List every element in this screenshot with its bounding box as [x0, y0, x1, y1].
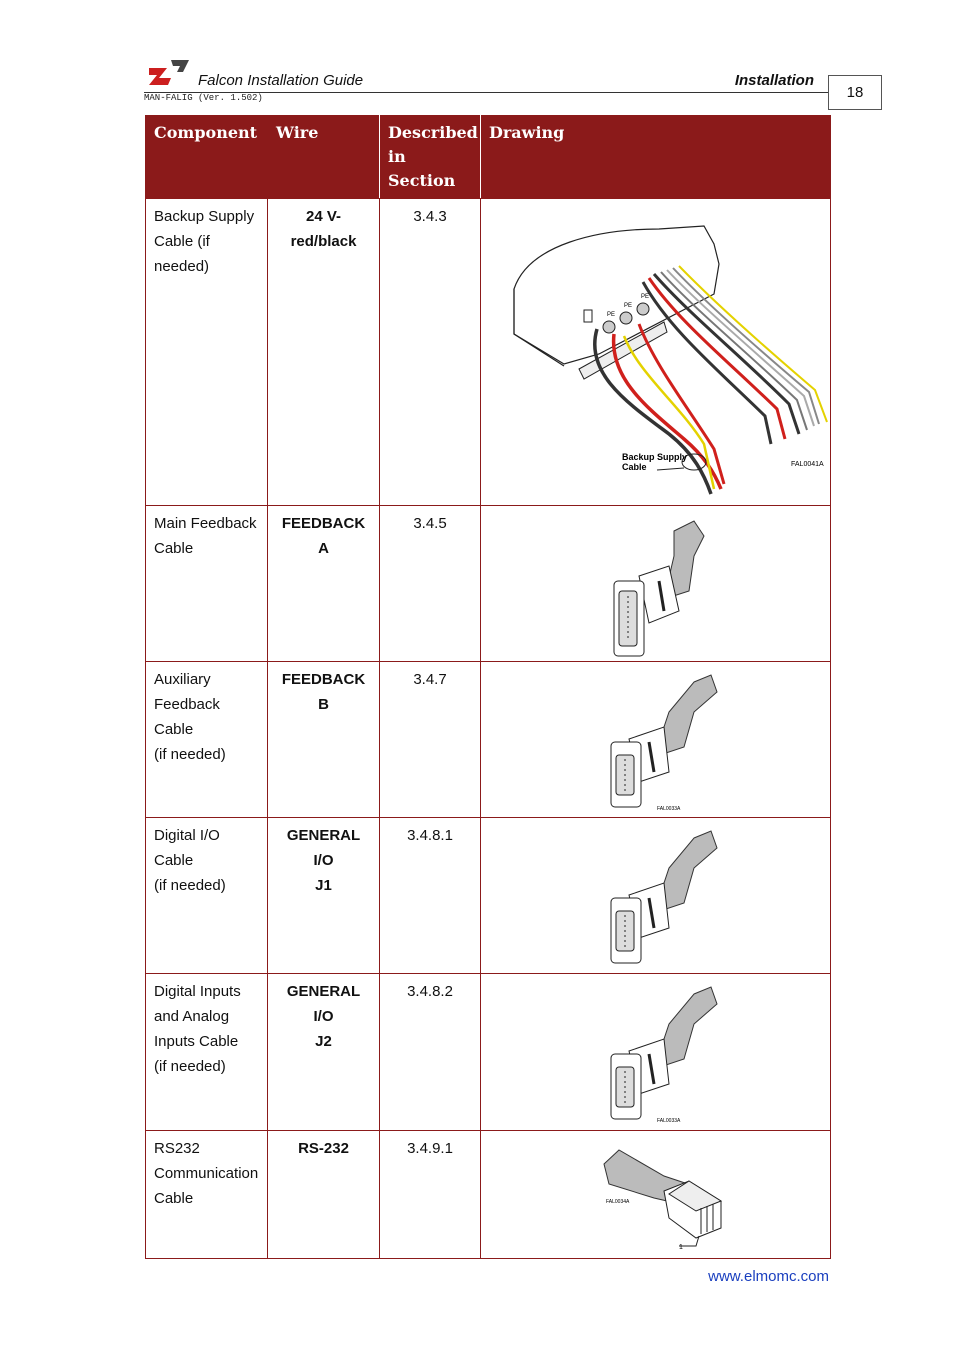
wire-cell: GENERAL I/O J2 [267, 973, 380, 1131]
table-header-row: Component Wire Described in Section Draw… [145, 115, 831, 199]
wire-cell: GENERAL I/O J1 [267, 817, 380, 974]
component-cell: Backup Supply Cable (if needed) [145, 198, 268, 506]
table-row: Backup Supply Cable (if needed) 24 V- re… [145, 198, 831, 506]
drawing-cell: PE PE PE [480, 198, 831, 506]
pin-label: 1 [679, 1244, 683, 1251]
page-number: 18 [828, 75, 882, 110]
d-sub-connector-icon: FAL0033A [610, 986, 718, 1124]
section-cell: 3.4.8.1 [379, 817, 481, 974]
backup-supply-cable-icon: PE PE PE [513, 225, 828, 495]
table-row: Main Feedback Cable FEEDBACK A 3.4.5 [145, 505, 831, 662]
backup-supply-callout: Cable [622, 462, 647, 472]
footer-link[interactable]: www.elmomc.com [708, 1268, 829, 1285]
table-row: RS232 Communication Cable RS-232 3.4.9.1… [145, 1130, 831, 1259]
component-cell: Auxiliary Feedback Cable (if needed) [145, 661, 268, 818]
table-row: Auxiliary Feedback Cable (if needed) FEE… [145, 661, 831, 818]
pe-label: PE [607, 312, 615, 318]
component-cell: Main Feedback Cable [145, 505, 268, 662]
d-sub-connector-icon: FAL0033A [610, 674, 718, 812]
elmo-logo-icon [149, 60, 189, 85]
drawing-cell: 1 FAL0034A [480, 1130, 831, 1259]
component-cell: Digital Inputs and Analog Inputs Cable (… [145, 973, 268, 1131]
drawing-code: FAL0033A [657, 806, 681, 812]
drawing-code: FAL0041A [791, 461, 824, 468]
doc-version: MAN-FALIG (Ver. 1.502) [144, 93, 263, 103]
component-cell: RS232 Communication Cable [145, 1130, 268, 1259]
rj-connector-icon: 1 FAL0034A [603, 1149, 723, 1251]
doc-title: Falcon Installation Guide [198, 72, 364, 89]
section-cell: 3.4.9.1 [379, 1130, 481, 1259]
backup-supply-callout: Backup Supply [622, 452, 687, 462]
drawing-code: FAL0033A [657, 1118, 681, 1124]
table-row: Digital Inputs and Analog Inputs Cable (… [145, 973, 831, 1131]
section-cell: 3.4.5 [379, 505, 481, 662]
section-cell: 3.4.3 [379, 198, 481, 506]
section-title: Installation [734, 72, 814, 89]
d-sub-connector-icon [613, 520, 705, 657]
pe-label: PE [641, 294, 649, 300]
header-section: Described in Section [379, 115, 481, 199]
section-cell: 3.4.7 [379, 661, 481, 818]
header-rule [144, 92, 828, 93]
section-cell: 3.4.8.2 [379, 973, 481, 1131]
drawing-code: FAL0034A [606, 1199, 630, 1205]
pe-label: PE [624, 303, 632, 309]
wire-cell: FEEDBACK B [267, 661, 380, 818]
cable-table: Component Wire Described in Section Draw… [145, 115, 831, 1259]
component-cell: Digital I/O Cable (if needed) [145, 817, 268, 974]
table-row: Digital I/O Cable (if needed) GENERAL I/… [145, 817, 831, 974]
wire-cell: RS-232 [267, 1130, 380, 1259]
wire-cell: 24 V- red/black [267, 198, 380, 506]
drawing-cell [480, 817, 831, 974]
drawing-cell: FAL0033A [480, 973, 831, 1131]
header-component: Component [145, 115, 268, 199]
header-wire: Wire [267, 115, 380, 199]
wire-cell: FEEDBACK A [267, 505, 380, 662]
drawing-cell: FAL0033A [480, 661, 831, 818]
d-sub-connector-icon [610, 830, 718, 964]
drawing-cell [480, 505, 831, 662]
header-drawing: Drawing [480, 115, 831, 199]
